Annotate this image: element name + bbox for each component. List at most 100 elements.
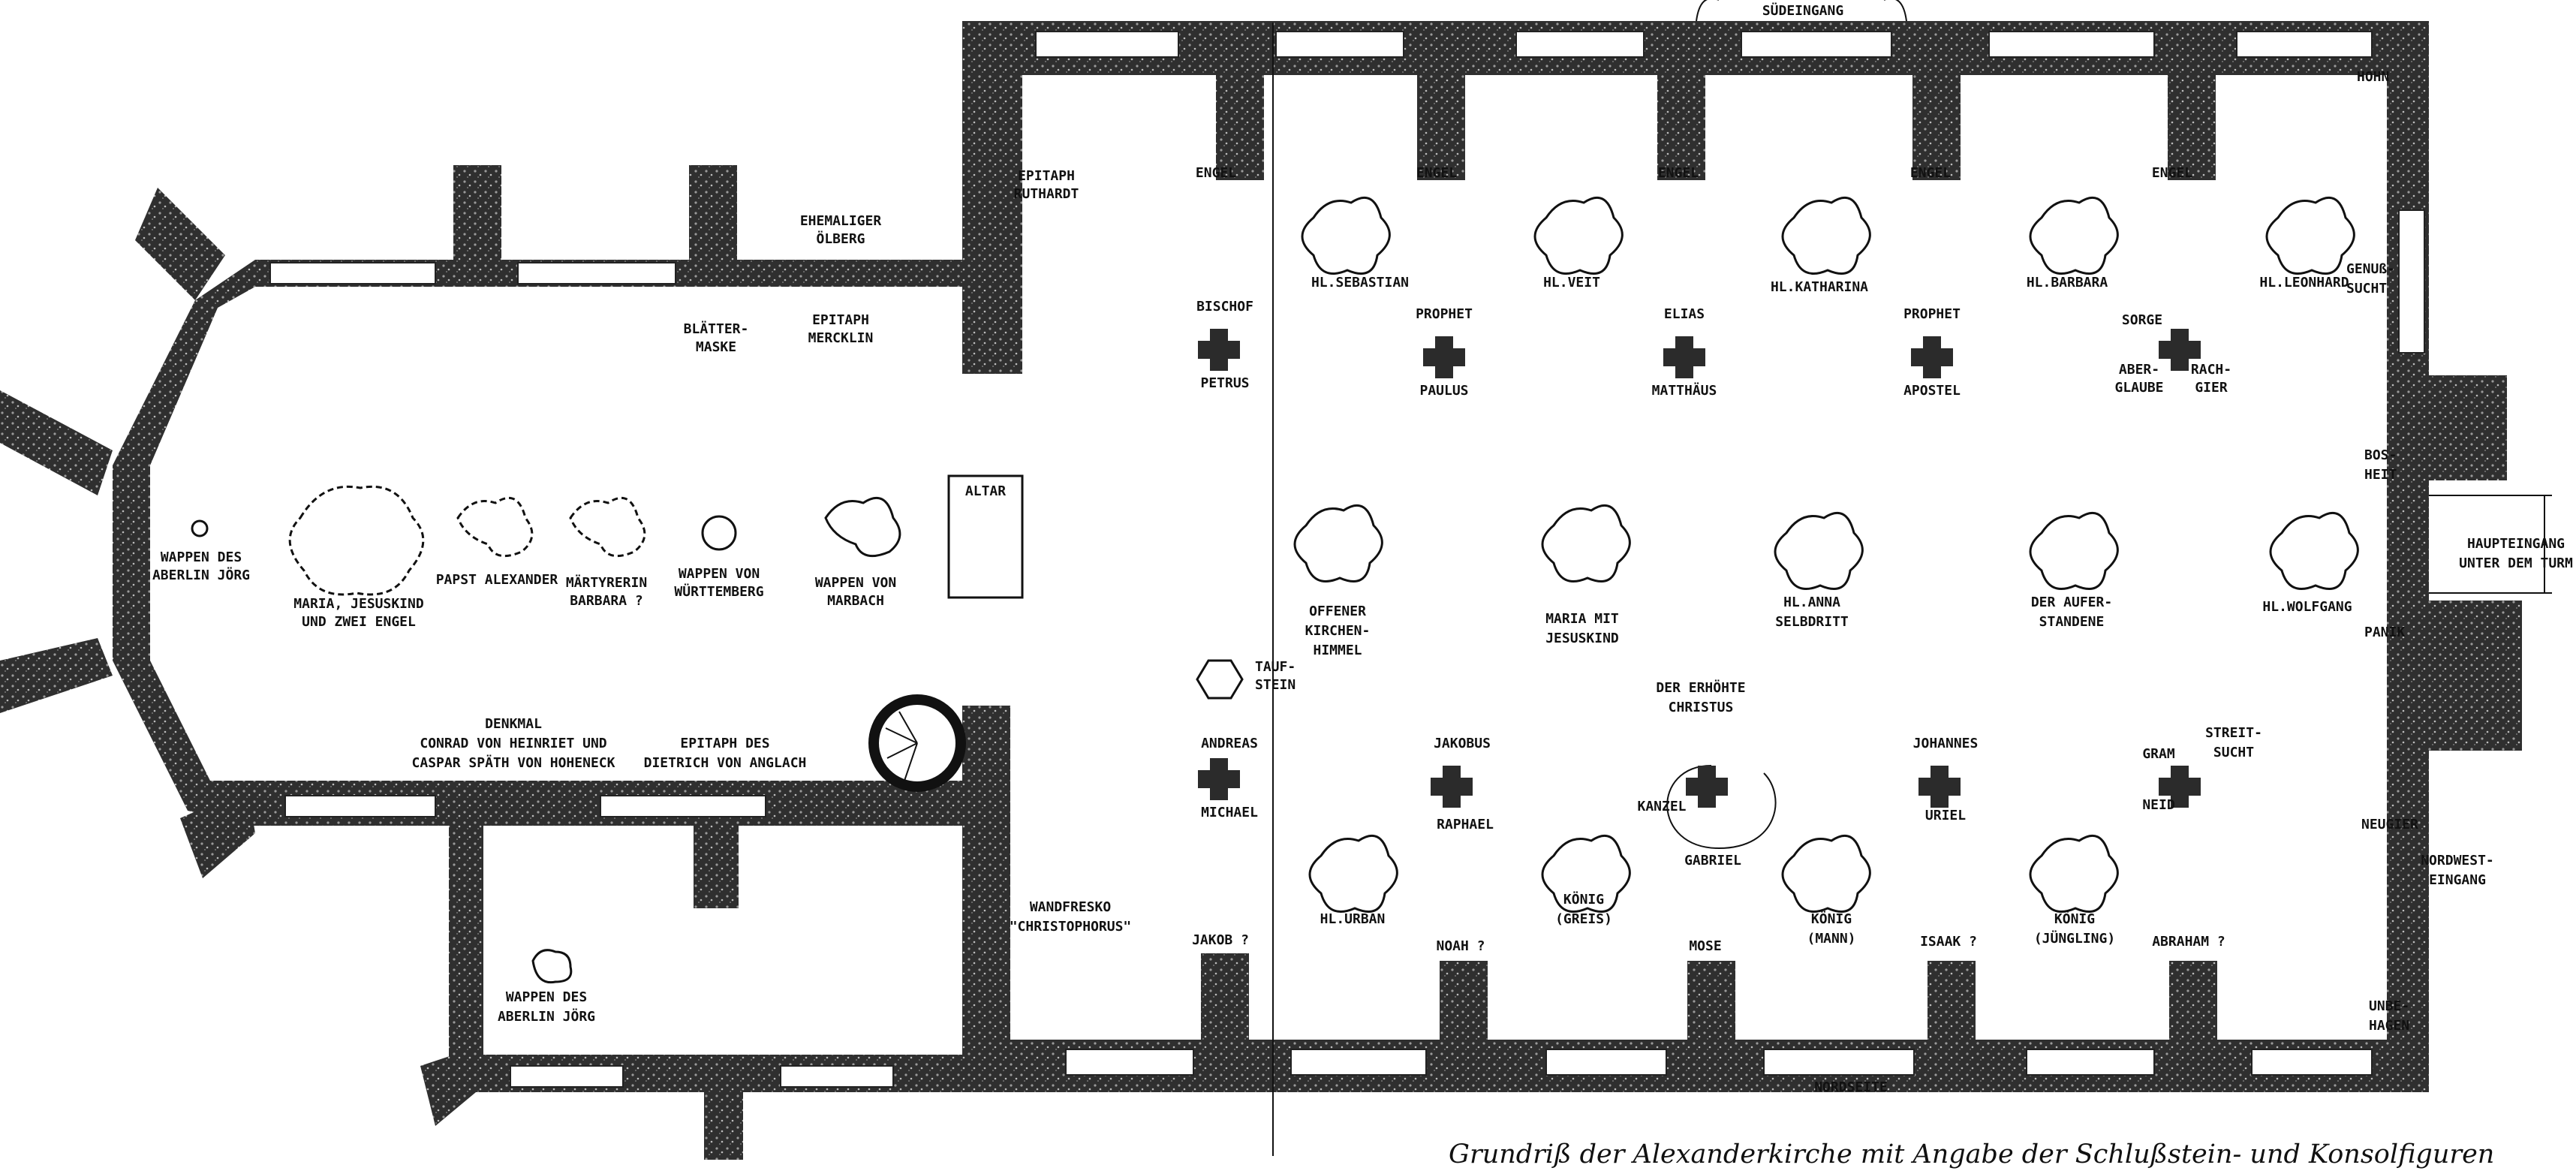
label-wappen-sacristy-2: ABERLIN JÖRG [498,1008,595,1025]
label-hl-katharina: HL.KATHARINA [1771,279,1868,295]
label-hl-urban: HL.URBAN [1320,911,1386,927]
label-elias: ELIAS [1664,306,1705,322]
sacristy-wall-west [449,818,483,1088]
apse-walls [113,260,255,826]
label-console-n4: ISAAK ? [1920,934,1977,950]
nave-keystones [1293,196,2359,913]
label-denkmal-2: CONRAD VON HEINRIET UND [420,736,606,751]
label-gabriel: GABRIEL [1684,853,1741,868]
label-koenig-mann-2: (MANN) [1807,931,1855,947]
label-hl-leonhard: HL.LEONHARD [2259,275,2349,290]
label-wappen-marbach-2: MARBACH [827,593,884,609]
label-erhoehte: DER ERHÖHTE [1656,679,1745,696]
label-console-s3: ENGEL [1658,165,1699,181]
label-maertyrerin: MÄRTYRERIN [566,574,647,591]
label-blaettermaske: BLÄTTER- [684,321,749,337]
label-offener-2: KIRCHEN- [1305,623,1371,639]
label-maria-mit: MARIA MIT [1545,611,1619,627]
label-andreas: ANDREAS [1201,736,1258,751]
label-aberglaube: ABER- [2119,362,2159,378]
label-haupteingang-2: UNTER DEM TURM [2459,555,2573,571]
label-hohn: HOHN [2357,69,2389,85]
tower [2429,375,2522,751]
label-erhoehte-2: CHRISTUS [1669,700,1734,715]
label-jakobus: JAKOBUS [1434,736,1491,751]
label-epitaph-anglach: EPITAPH DES [680,736,769,751]
label-hl-wolfgang: HL.WOLFGANG [2262,599,2352,615]
label-papst-alexander: PAPST ALEXANDER [436,572,558,588]
label-maertyrerin-2: BARBARA ? [570,593,643,609]
label-rachgier: RACH- [2191,362,2231,378]
south-portal [1696,0,1907,22]
label-console-n2: NOAH ? [1436,938,1485,954]
label-kanzel: KANZEL [1637,799,1686,814]
altar [947,474,1024,599]
label-nordwesteingang-2: EINGANG [2429,872,2486,888]
label-genusssucht-2: SUCHT [2346,281,2387,297]
label-hl-anna-2: SELBDRITT [1775,614,1849,630]
label-michael: MICHAEL [1201,805,1258,820]
plan-caption: Grundriß der Alexanderkirche mit Angabe … [1449,1139,2495,1169]
label-maria-jesuskind: MARIA, JESUSKIND [293,596,424,612]
label-apostel: APOSTEL [1903,383,1961,399]
label-epitaph-ruthardt: EPITAPH [1018,168,1075,184]
label-auferstandene: DER AUFER- [2031,595,2112,610]
label-console-s2: ENGEL [1416,165,1457,181]
east-cross-wall-lower [962,706,1010,1092]
label-prophet-2: PROPHET [1903,306,1961,322]
label-neid: NEID [2142,797,2175,813]
label-unbehagen-2: HAGEN [2369,1018,2409,1034]
label-aberglaube-2: GLAUBE [2114,380,2163,396]
label-neugier: NEUGIER [2361,817,2418,832]
label-bosheit-2: HEIT [2364,467,2397,483]
label-blaettermaske-2: MASKE [696,339,736,355]
label-epitaph-ruthardt-2: RUTHARDT [1014,186,1079,202]
label-paulus: PAULUS [1419,383,1468,399]
label-prophet-1: PROPHET [1416,306,1473,322]
label-wappen-aberlin: WAPPEN DES [161,549,242,565]
label-offener: OFFENER [1309,604,1366,619]
label-wappen-marbach: WAPPEN VON [815,575,896,591]
label-offener-3: HIMMEL [1313,643,1362,658]
label-streitsucht-2: SUCHT [2213,745,2254,760]
label-rachgier-2: GIER [2195,380,2228,396]
label-oelberg-2: ÖLBERG [816,230,865,247]
east-cross-wall [962,21,1022,374]
taufstein [1196,659,1244,700]
label-sorge: SORGE [2122,312,2162,328]
label-koenig-juengling: KÖNIG [2054,911,2095,927]
label-koenig-juengling-2: (JÜNGLING) [2034,930,2115,947]
label-wappen-wuerttemberg-2: WÜRTTEMBERG [674,583,763,600]
label-haupteingang: HAUPTEINGANG [2467,536,2565,552]
label-nordseite: NORDSEITE [1814,1079,1888,1095]
label-hl-sebastian: HL.SEBASTIAN [1311,275,1409,290]
label-console-n5: ABRAHAM ? [2152,934,2225,950]
label-petrus: PETRUS [1200,375,1249,391]
label-koenig-greis-2: (GREIS) [1555,911,1612,927]
nave-south-wall [962,21,2427,75]
label-bischof: BISCHOF [1196,299,1253,315]
label-epitaph-mercklin: EPITAPH [812,312,869,328]
label-panik: PANIK [2364,625,2405,640]
label-nordwesteingang: NORDWEST- [2421,853,2494,868]
label-raphael: RAPHAEL [1437,817,1494,832]
offener-kirchenhimmel [1293,504,1383,582]
label-uriel: URIEL [1925,808,1966,823]
label-console-n3: MOSE [1689,938,1721,954]
label-genusssucht: GENUß- [2346,261,2395,277]
label-altar: ALTAR [965,483,1006,499]
label-maria-jesuskind-2: UND ZWEI ENGEL [302,614,416,630]
label-epitaph-anglach-2: DIETRICH VON ANGLACH [644,755,807,771]
label-unbehagen: UNBE- [2369,998,2409,1014]
label-suedeingang: SÜDEINGANG [1762,2,1843,19]
label-gram: GRAM [2142,746,2175,762]
label-wappen-aberlin-2: ABERLIN JÖRG [152,567,250,583]
label-wappen-sacristy: WAPPEN DES [506,989,587,1005]
pillars [1198,329,2201,808]
nave-west-wall [2387,21,2429,1092]
main-entrance [2429,495,2552,594]
label-streitsucht: STREIT- [2205,725,2262,741]
label-wappen-wuerttemberg: WAPPEN VON [679,566,760,582]
label-maria-mit-2: JESUSKIND [1545,631,1619,646]
label-bosheit: BOS- [2364,447,2397,463]
